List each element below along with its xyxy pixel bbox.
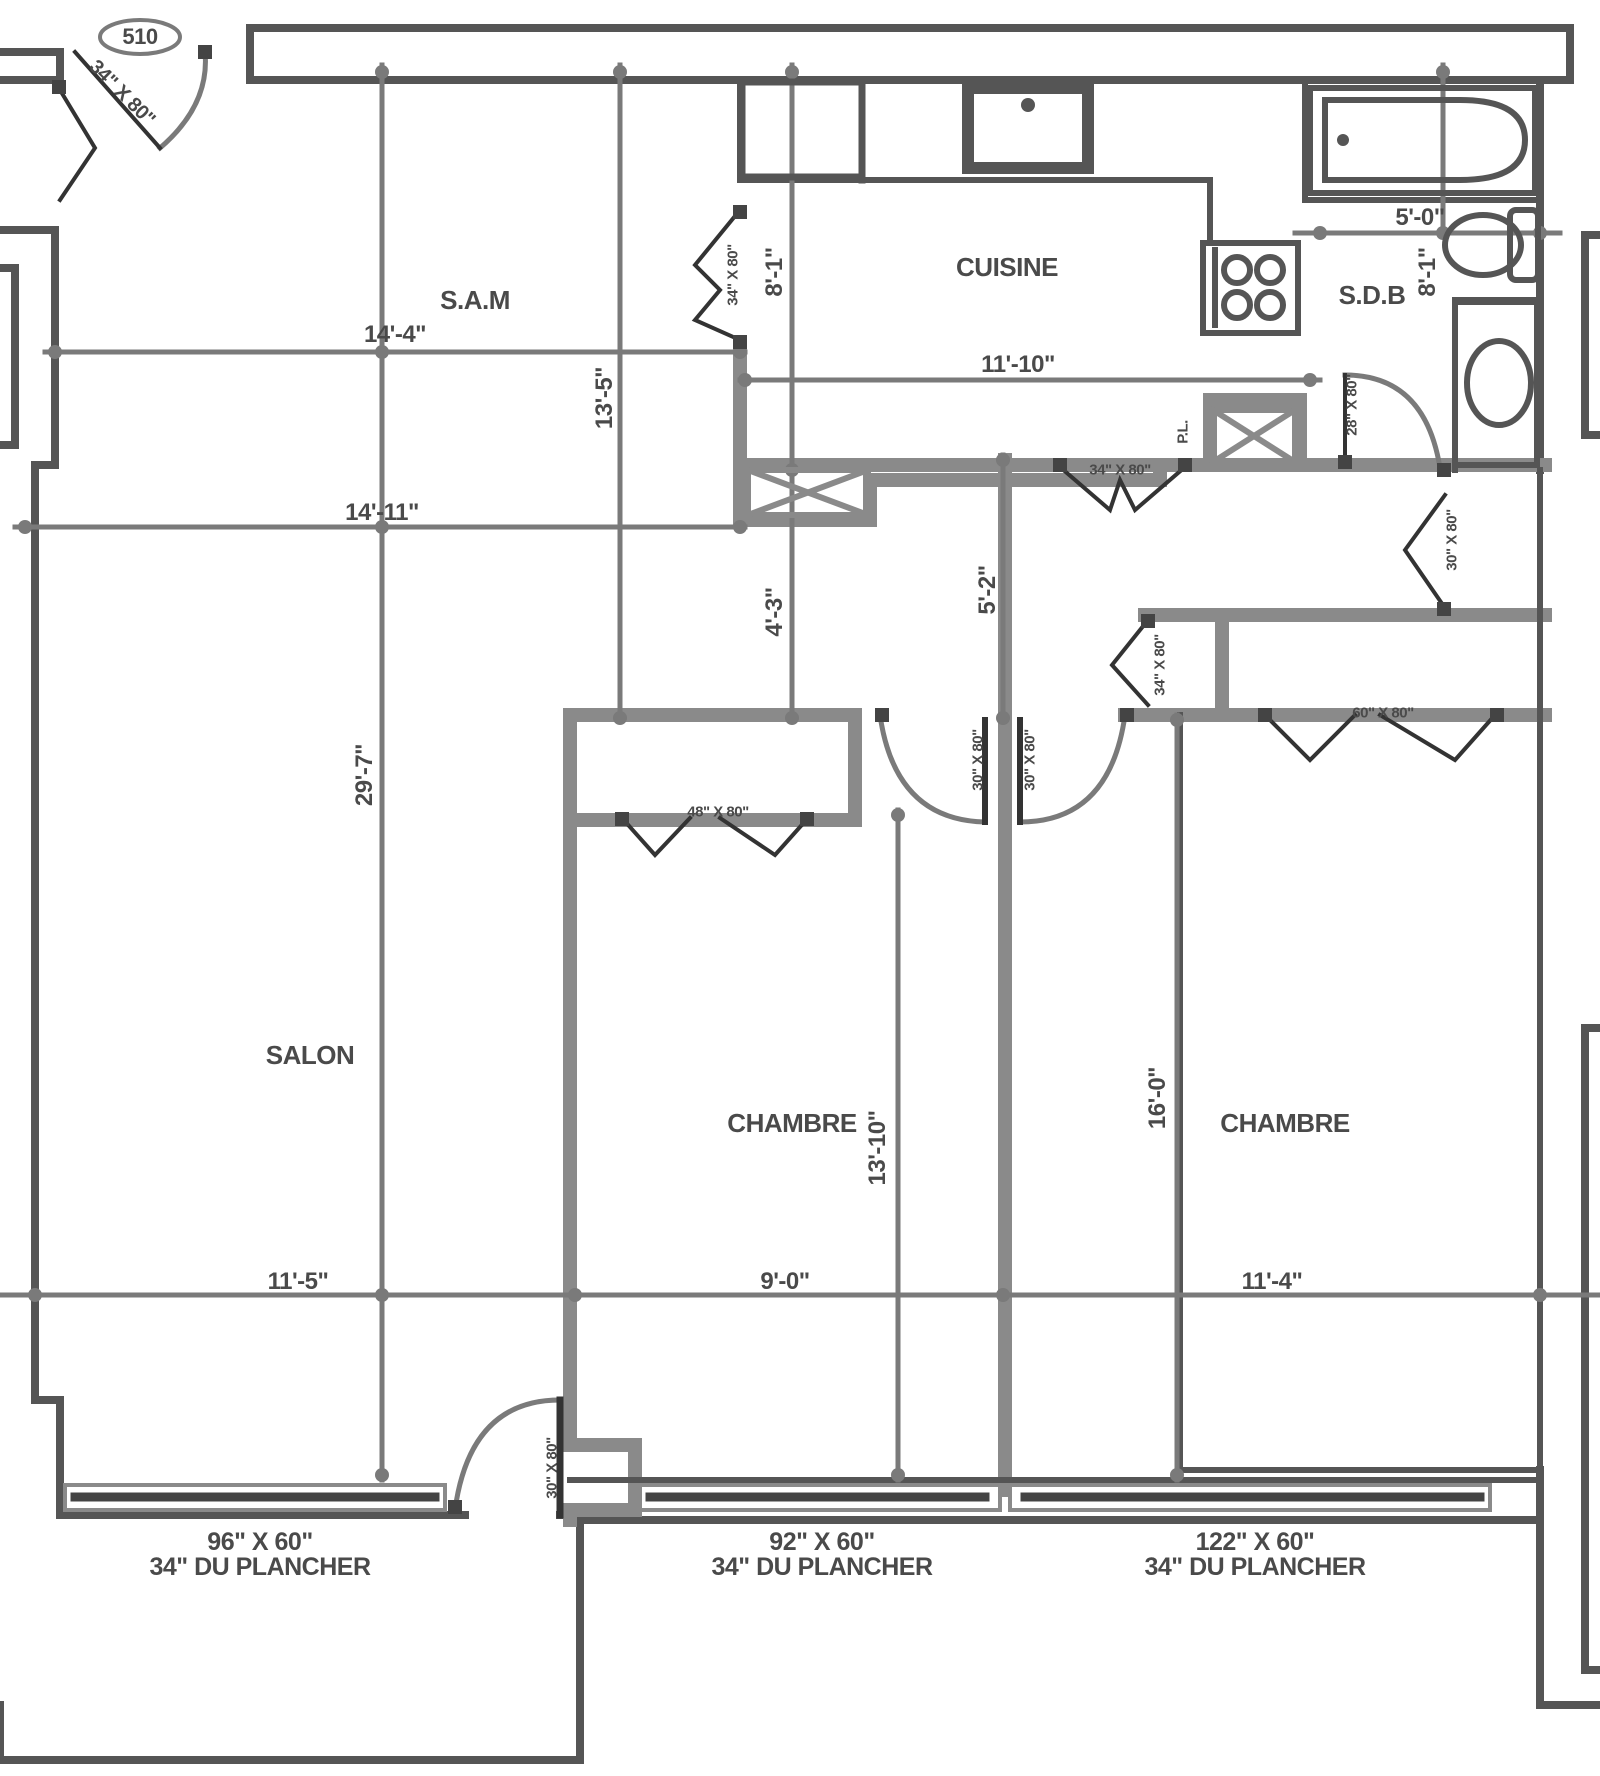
- pantry-box: [1208, 405, 1300, 467]
- window-2-height: 34" DU PLANCHER: [711, 1553, 933, 1581]
- door-label-kitchen: 34" X 80": [724, 244, 742, 306]
- door-label-balcony: 30" X 80": [543, 1437, 561, 1499]
- window-label-2: 92" X 60" 34" DU PLANCHER: [711, 1528, 933, 1581]
- dim-chambre2-width: 11'-4": [1241, 1268, 1303, 1295]
- window-1-height: 34" DU PLANCHER: [149, 1553, 371, 1581]
- tub-drain: [1337, 134, 1349, 146]
- stove-icon: [1200, 240, 1301, 336]
- room-label-sdb: S.D.B: [1338, 280, 1406, 310]
- kitchen-counter: [738, 78, 1094, 184]
- door-label-ch-left: 30" X 80": [969, 729, 987, 791]
- door-label-ch-right: 30" X 80": [1021, 729, 1039, 791]
- door-swings: [156, 49, 1443, 1513]
- door-leaves: [57, 49, 1498, 1519]
- dim-hall-5-2: 5'-2": [974, 565, 1001, 615]
- dim-chambre1-depth: 13'-10": [864, 1110, 891, 1186]
- dim-salon-width-upper: 14'-11": [345, 499, 419, 526]
- window-label-1: 96" X 60" 34" DU PLANCHER: [149, 1528, 371, 1581]
- dim-hall-4-3: 4'-3": [761, 587, 788, 637]
- dim-kitchen-depth: 8'-1": [761, 247, 788, 297]
- room-label-chambre-1: CHAMBRE: [727, 1108, 857, 1138]
- room-label-chambre-2: CHAMBRE: [1220, 1108, 1350, 1138]
- door-label-pantry: P.L.: [1174, 420, 1192, 444]
- unit-number: 510: [122, 24, 158, 49]
- window-1-size: 96" X 60": [207, 1528, 313, 1556]
- dim-salon-width: 11'-5": [267, 1268, 329, 1295]
- window-label-3: 122" X 60" 34" DU PLANCHER: [1144, 1528, 1366, 1581]
- door-hinges: [52, 45, 1504, 1514]
- room-label-sam: S.A.M: [440, 285, 510, 315]
- dimension-ticks: [18, 65, 1547, 1482]
- room-label-cuisine: CUISINE: [956, 252, 1058, 282]
- kitchen-sink-drain: [1021, 98, 1035, 112]
- bathtub-icon: [1307, 85, 1538, 196]
- window-3-size: 122" X 60": [1195, 1528, 1315, 1556]
- dim-sam-width: 14'-4": [363, 321, 427, 348]
- door-label-hall: 34" X 80": [1089, 461, 1151, 479]
- hvac-box: [744, 466, 872, 519]
- vanity-icon: [1452, 299, 1540, 468]
- dim-chambre1-width: 9'-0": [760, 1268, 810, 1295]
- dim-sam-depth: 13'-5": [591, 366, 618, 430]
- room-label-salon: SALON: [265, 1040, 355, 1070]
- door-label-chambre1-closet: 48" X 80": [687, 803, 749, 821]
- window-3-height: 34" DU PLANCHER: [1144, 1553, 1366, 1581]
- toilet-icon: [1442, 207, 1541, 283]
- door-label-ch2-entry: 34" X 80": [1151, 634, 1169, 696]
- dim-salon-depth: 29'-7": [351, 743, 378, 807]
- dim-sdb-depth: 8'-1": [1414, 247, 1441, 297]
- dim-chambre2-depth: 16'-0": [1144, 1066, 1171, 1130]
- dim-sdb-width: 5'-0": [1395, 204, 1445, 231]
- windows: [63, 1483, 1492, 1512]
- door-label-hall-closet: 30" X 80": [1443, 509, 1461, 571]
- window-2-size: 92" X 60": [769, 1528, 875, 1556]
- dim-kitchen-width: 11'-10": [981, 351, 1055, 378]
- door-label-sdb: 28" X 80": [1343, 374, 1361, 436]
- door-label-entry: 34" X 80": [84, 55, 160, 131]
- unit-number-oval: [98, 18, 182, 56]
- door-label-chambre2-closet: 60" X 80": [1352, 704, 1414, 722]
